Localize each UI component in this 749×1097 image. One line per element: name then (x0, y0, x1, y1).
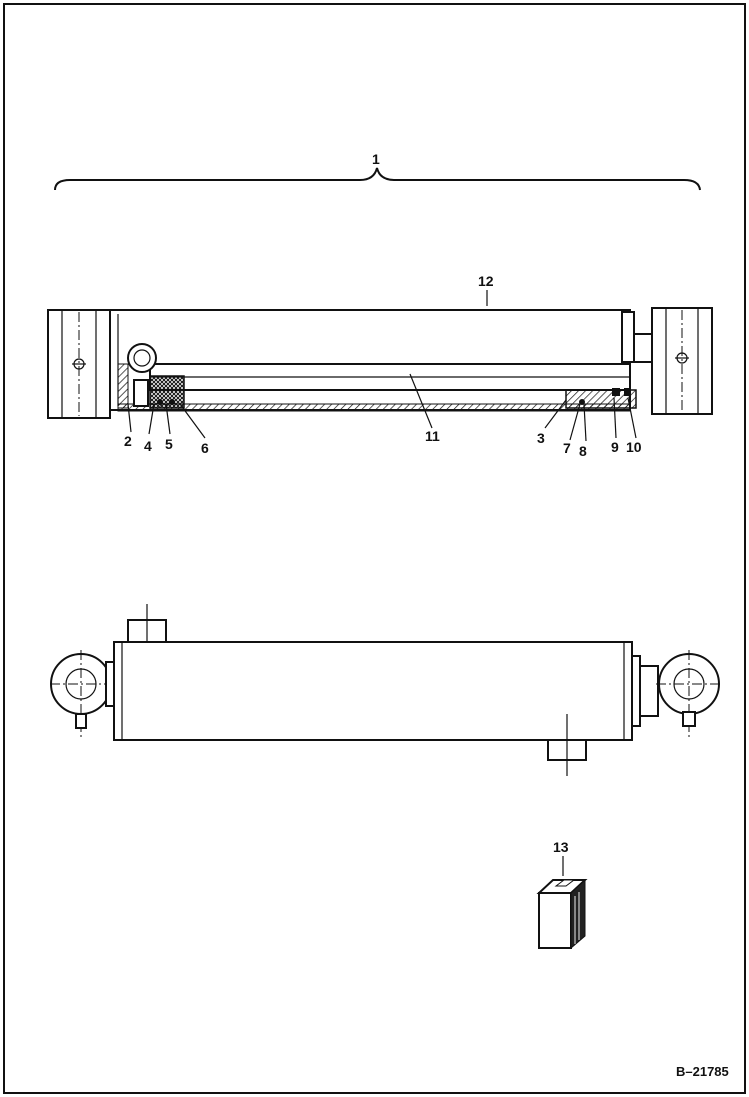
callout-12: 12 (478, 273, 494, 289)
callout-8: 8 (579, 443, 587, 459)
reference-code: B–21785 (676, 1064, 729, 1079)
cylinder-exterior-view (50, 604, 722, 776)
assembly-bracket (54, 167, 701, 191)
cylinder-base (117, 363, 129, 409)
callout-10: 10 (626, 439, 642, 455)
callout-13: 13 (553, 839, 569, 855)
callout-5: 5 (165, 436, 173, 452)
cylinder-barrel (109, 309, 631, 411)
callout-7: 7 (563, 440, 571, 456)
left-end-cap (47, 309, 111, 419)
piston (149, 375, 185, 409)
barrel-wall (117, 403, 631, 412)
cylinder-section-view (47, 307, 713, 419)
seal-kit-package (536, 856, 588, 950)
exterior-barrel (113, 641, 633, 741)
callout-4: 4 (144, 438, 152, 454)
callout-11: 11 (425, 428, 440, 444)
callout-2: 2 (124, 433, 132, 449)
callout-3: 3 (537, 430, 545, 446)
callout-1: 1 (372, 151, 380, 167)
callout-9: 9 (611, 439, 619, 455)
page-border (3, 3, 746, 1094)
section-leaders (127, 290, 637, 442)
callout-6: 6 (201, 440, 209, 456)
port-fitting (127, 343, 157, 373)
